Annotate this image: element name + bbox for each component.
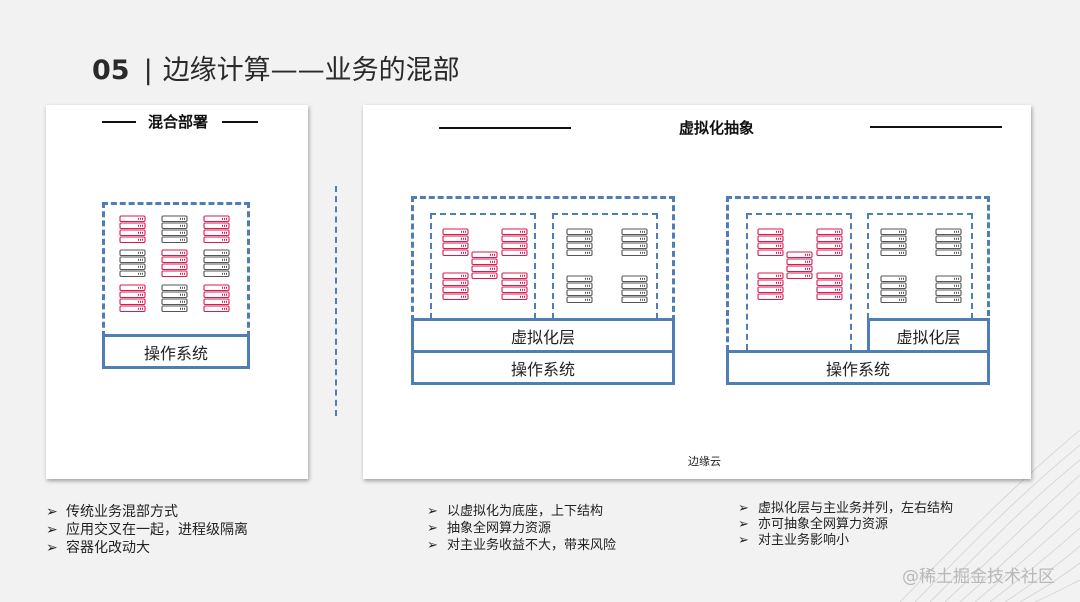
server-rack-icon xyxy=(120,285,145,312)
server-rack-icon xyxy=(472,252,497,279)
bullet-item: 对主业务影响小 xyxy=(738,533,953,549)
server-rack-icon xyxy=(936,276,961,303)
server-rack-icon xyxy=(443,273,468,300)
server-rack-icon xyxy=(204,216,229,243)
server-rack-icon xyxy=(162,285,187,312)
server-rack-icon xyxy=(758,229,783,256)
bullet-item: 应用交叉在一起，进程级隔离 xyxy=(46,521,248,539)
server-rack-icon xyxy=(120,250,145,277)
server-rack-icon xyxy=(758,273,783,300)
server-rack-icon xyxy=(567,276,592,303)
server-rack-icon xyxy=(936,229,961,256)
server-rack-icon xyxy=(502,229,527,256)
middle-bullet-list: 以虚拟化为底座，上下结构 抽象全网算力资源 对主业务收益不大，带来风险 xyxy=(427,503,616,554)
server-rack-icon xyxy=(622,229,647,256)
server-rack-icon xyxy=(162,216,187,243)
bullet-item: 亦可抽象全网算力资源 xyxy=(738,517,953,533)
server-rack-icon xyxy=(204,285,229,312)
server-rack-icon xyxy=(204,250,229,277)
server-rack-icon xyxy=(120,216,145,243)
server-rack-icon xyxy=(502,273,527,300)
server-rack-icon xyxy=(881,229,906,256)
left-bullet-list: 传统业务混部方式 应用交叉在一起，进程级隔离 容器化改动大 xyxy=(46,503,248,557)
bullet-item: 以虚拟化为底座，上下结构 xyxy=(427,503,616,520)
server-rack-icon xyxy=(787,252,812,279)
bullet-item: 传统业务混部方式 xyxy=(46,503,248,521)
right-bullet-list: 虚拟化层与主业务并列，左右结构 亦可抽象全网算力资源 对主业务影响小 xyxy=(738,501,953,549)
server-rack-icon xyxy=(567,229,592,256)
bullet-item: 对主业务收益不大，带来风险 xyxy=(427,537,616,554)
server-rack-icon xyxy=(817,273,842,300)
bullet-item: 抽象全网算力资源 xyxy=(427,520,616,537)
watermark: @稀土掘金技术社区 xyxy=(902,562,1055,587)
server-rack-icon xyxy=(622,276,647,303)
server-rack-icon xyxy=(162,250,187,277)
bullet-item: 容器化改动大 xyxy=(46,539,248,557)
bullet-item: 虚拟化层与主业务并列，左右结构 xyxy=(738,501,953,517)
server-rack-icon xyxy=(817,229,842,256)
server-rack-icon xyxy=(881,276,906,303)
server-rack-icon xyxy=(443,229,468,256)
